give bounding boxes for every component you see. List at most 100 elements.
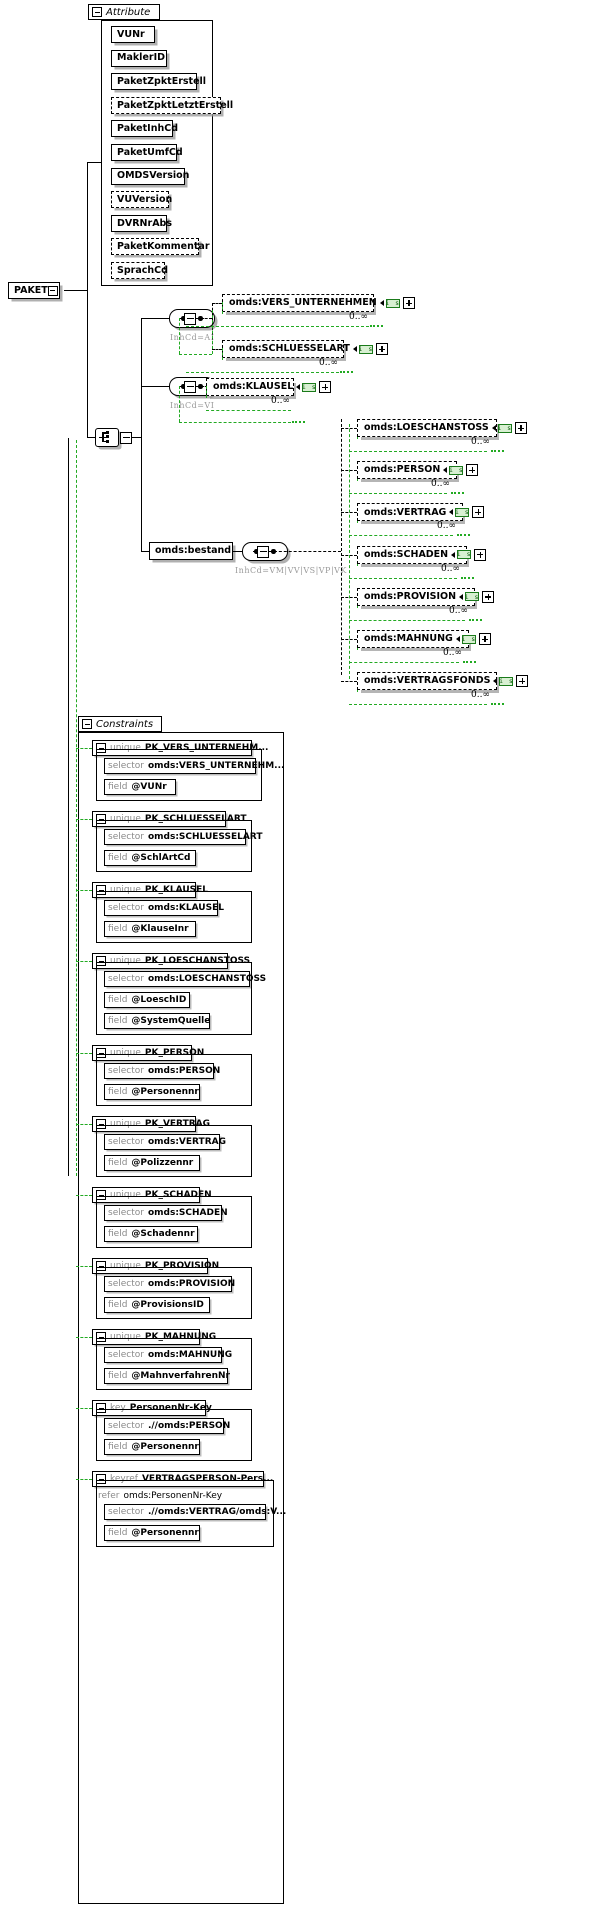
attribute-dvrnrabs[interactable]: DVRNrAbs: [111, 214, 172, 232]
attribute-omdsversion[interactable]: OMDSVersion: [111, 167, 189, 185]
attribute-vunr[interactable]: VUNr: [111, 26, 155, 43]
row-value: omds:PROVISION: [147, 1279, 236, 1289]
constraint-row-field[interactable]: field@LoeschID: [104, 992, 190, 1008]
expand-icon[interactable]: [375, 343, 388, 355]
constraint-row-field[interactable]: field@SchlArtCd: [104, 850, 196, 866]
constraints-group-tab[interactable]: Constraints: [78, 716, 162, 732]
attribute-vuversion[interactable]: VUVersion: [111, 191, 172, 209]
collapse-icon-constraint[interactable]: [96, 956, 106, 966]
attribute-paketinhcd[interactable]: PaketInhCd: [111, 120, 178, 138]
constraint-row-field[interactable]: field@SystemQuelle: [104, 1013, 210, 1029]
constraint-kind: unique: [110, 814, 141, 824]
attribute-maklerid[interactable]: MaklerID: [111, 49, 167, 67]
element-omds-vers-unternehmen[interactable]: omds:VERS_UNTERNEHMEN i s: [222, 294, 415, 312]
collapse-icon-constraint[interactable]: [96, 743, 106, 753]
constraint-row-field[interactable]: field@VUNr: [104, 779, 176, 795]
attribute-sprachcd[interactable]: SprachCd: [111, 262, 168, 279]
attribute-paketkommentar[interactable]: PaketKommentar: [111, 238, 210, 256]
expand-icon[interactable]: [482, 590, 495, 603]
expand-icon[interactable]: [516, 675, 529, 688]
connector-trunk-attributes: [87, 162, 101, 164]
expand-icon[interactable]: [402, 297, 415, 309]
collapse-icon-sequence-ai[interactable]: [184, 313, 196, 325]
expand-icon[interactable]: [466, 464, 479, 477]
connector-constraints-spine: [68, 438, 70, 1176]
expand-icon[interactable]: [319, 381, 332, 393]
collapse-icon-constraint[interactable]: [96, 1261, 106, 1271]
element-omds-klausel[interactable]: omds:KLAUSEL i s: [206, 378, 332, 396]
collapse-icon-attributes[interactable]: [92, 7, 102, 17]
constraint-row-selector[interactable]: selector.//omds:VERTRAG/omds:V...: [104, 1504, 286, 1520]
green-underline: [349, 493, 447, 495]
constraint-row-field[interactable]: field@Polizzennr: [104, 1155, 200, 1171]
collapse-icon-sequence-vi[interactable]: [184, 381, 196, 393]
attribute-paketzpkterstell[interactable]: PaketZpktErstell: [111, 73, 206, 91]
attribute-group-tab[interactable]: Attribute: [88, 4, 160, 20]
collapse-icon-constraint[interactable]: [96, 1190, 106, 1200]
collapse-icon-constraint[interactable]: [96, 885, 106, 895]
collapse-icon-sequence-bestand[interactable]: [257, 546, 269, 558]
attribute-paketzpktletzterstell[interactable]: PaketZpktLetztErstell: [111, 96, 233, 114]
constraint-row-field[interactable]: field@KlauseInr: [104, 921, 196, 937]
attribute-paketumfcd[interactable]: PaketUmfCd: [111, 144, 183, 161]
collapse-icon-paket[interactable]: [47, 285, 58, 296]
collapse-icon-constraints[interactable]: [82, 719, 92, 729]
collapse-icon-constraint[interactable]: [96, 1332, 106, 1342]
choice-compositor[interactable]: [95, 428, 119, 447]
expand-icon[interactable]: [474, 548, 487, 561]
constraint-row-field[interactable]: field@Personennr: [104, 1525, 200, 1541]
collapse-icon-choice[interactable]: [120, 432, 132, 444]
row-value: @SchlArtCd: [131, 853, 191, 863]
row-value: omds:PERSON: [147, 1066, 221, 1076]
row-value: @VUNr: [131, 782, 167, 792]
constraint-row-field[interactable]: field@Schadennr: [104, 1226, 198, 1242]
expand-icon[interactable]: [472, 506, 485, 519]
expand-icon[interactable]: [478, 633, 491, 645]
constraint-row-field[interactable]: field@MahnverfahrenNr: [104, 1368, 230, 1384]
element-omds-schluesselart[interactable]: omds:SCHLUESSELART i s: [222, 340, 388, 358]
collapse-icon-constraint[interactable]: [96, 1119, 106, 1129]
collapse-icon-constraint[interactable]: [96, 814, 106, 824]
expand-icon[interactable]: [514, 422, 527, 434]
root-element-paket[interactable]: PAKET: [8, 282, 60, 299]
constraint-kind: unique: [110, 885, 141, 895]
constraint-row-field[interactable]: field@Personennr: [104, 1439, 200, 1455]
collapse-icon-constraint[interactable]: [96, 1403, 106, 1413]
constraint-name: PK_VERTRAG: [144, 1119, 211, 1129]
collapse-icon-constraint[interactable]: [96, 1474, 106, 1484]
green-constraints-spine: [76, 440, 77, 1176]
constraint-row-selector[interactable]: selector.//omds:PERSON: [104, 1418, 230, 1434]
element-omds-bestand[interactable]: omds:bestand: [149, 542, 233, 560]
constraint-row-field[interactable]: field@Personennr: [104, 1084, 200, 1100]
constraint-row-field[interactable]: field@ProvisionsID: [104, 1297, 210, 1313]
collapse-icon-constraint[interactable]: [96, 1048, 106, 1058]
sequence-vi-condition: InhCd=VI: [170, 401, 215, 410]
